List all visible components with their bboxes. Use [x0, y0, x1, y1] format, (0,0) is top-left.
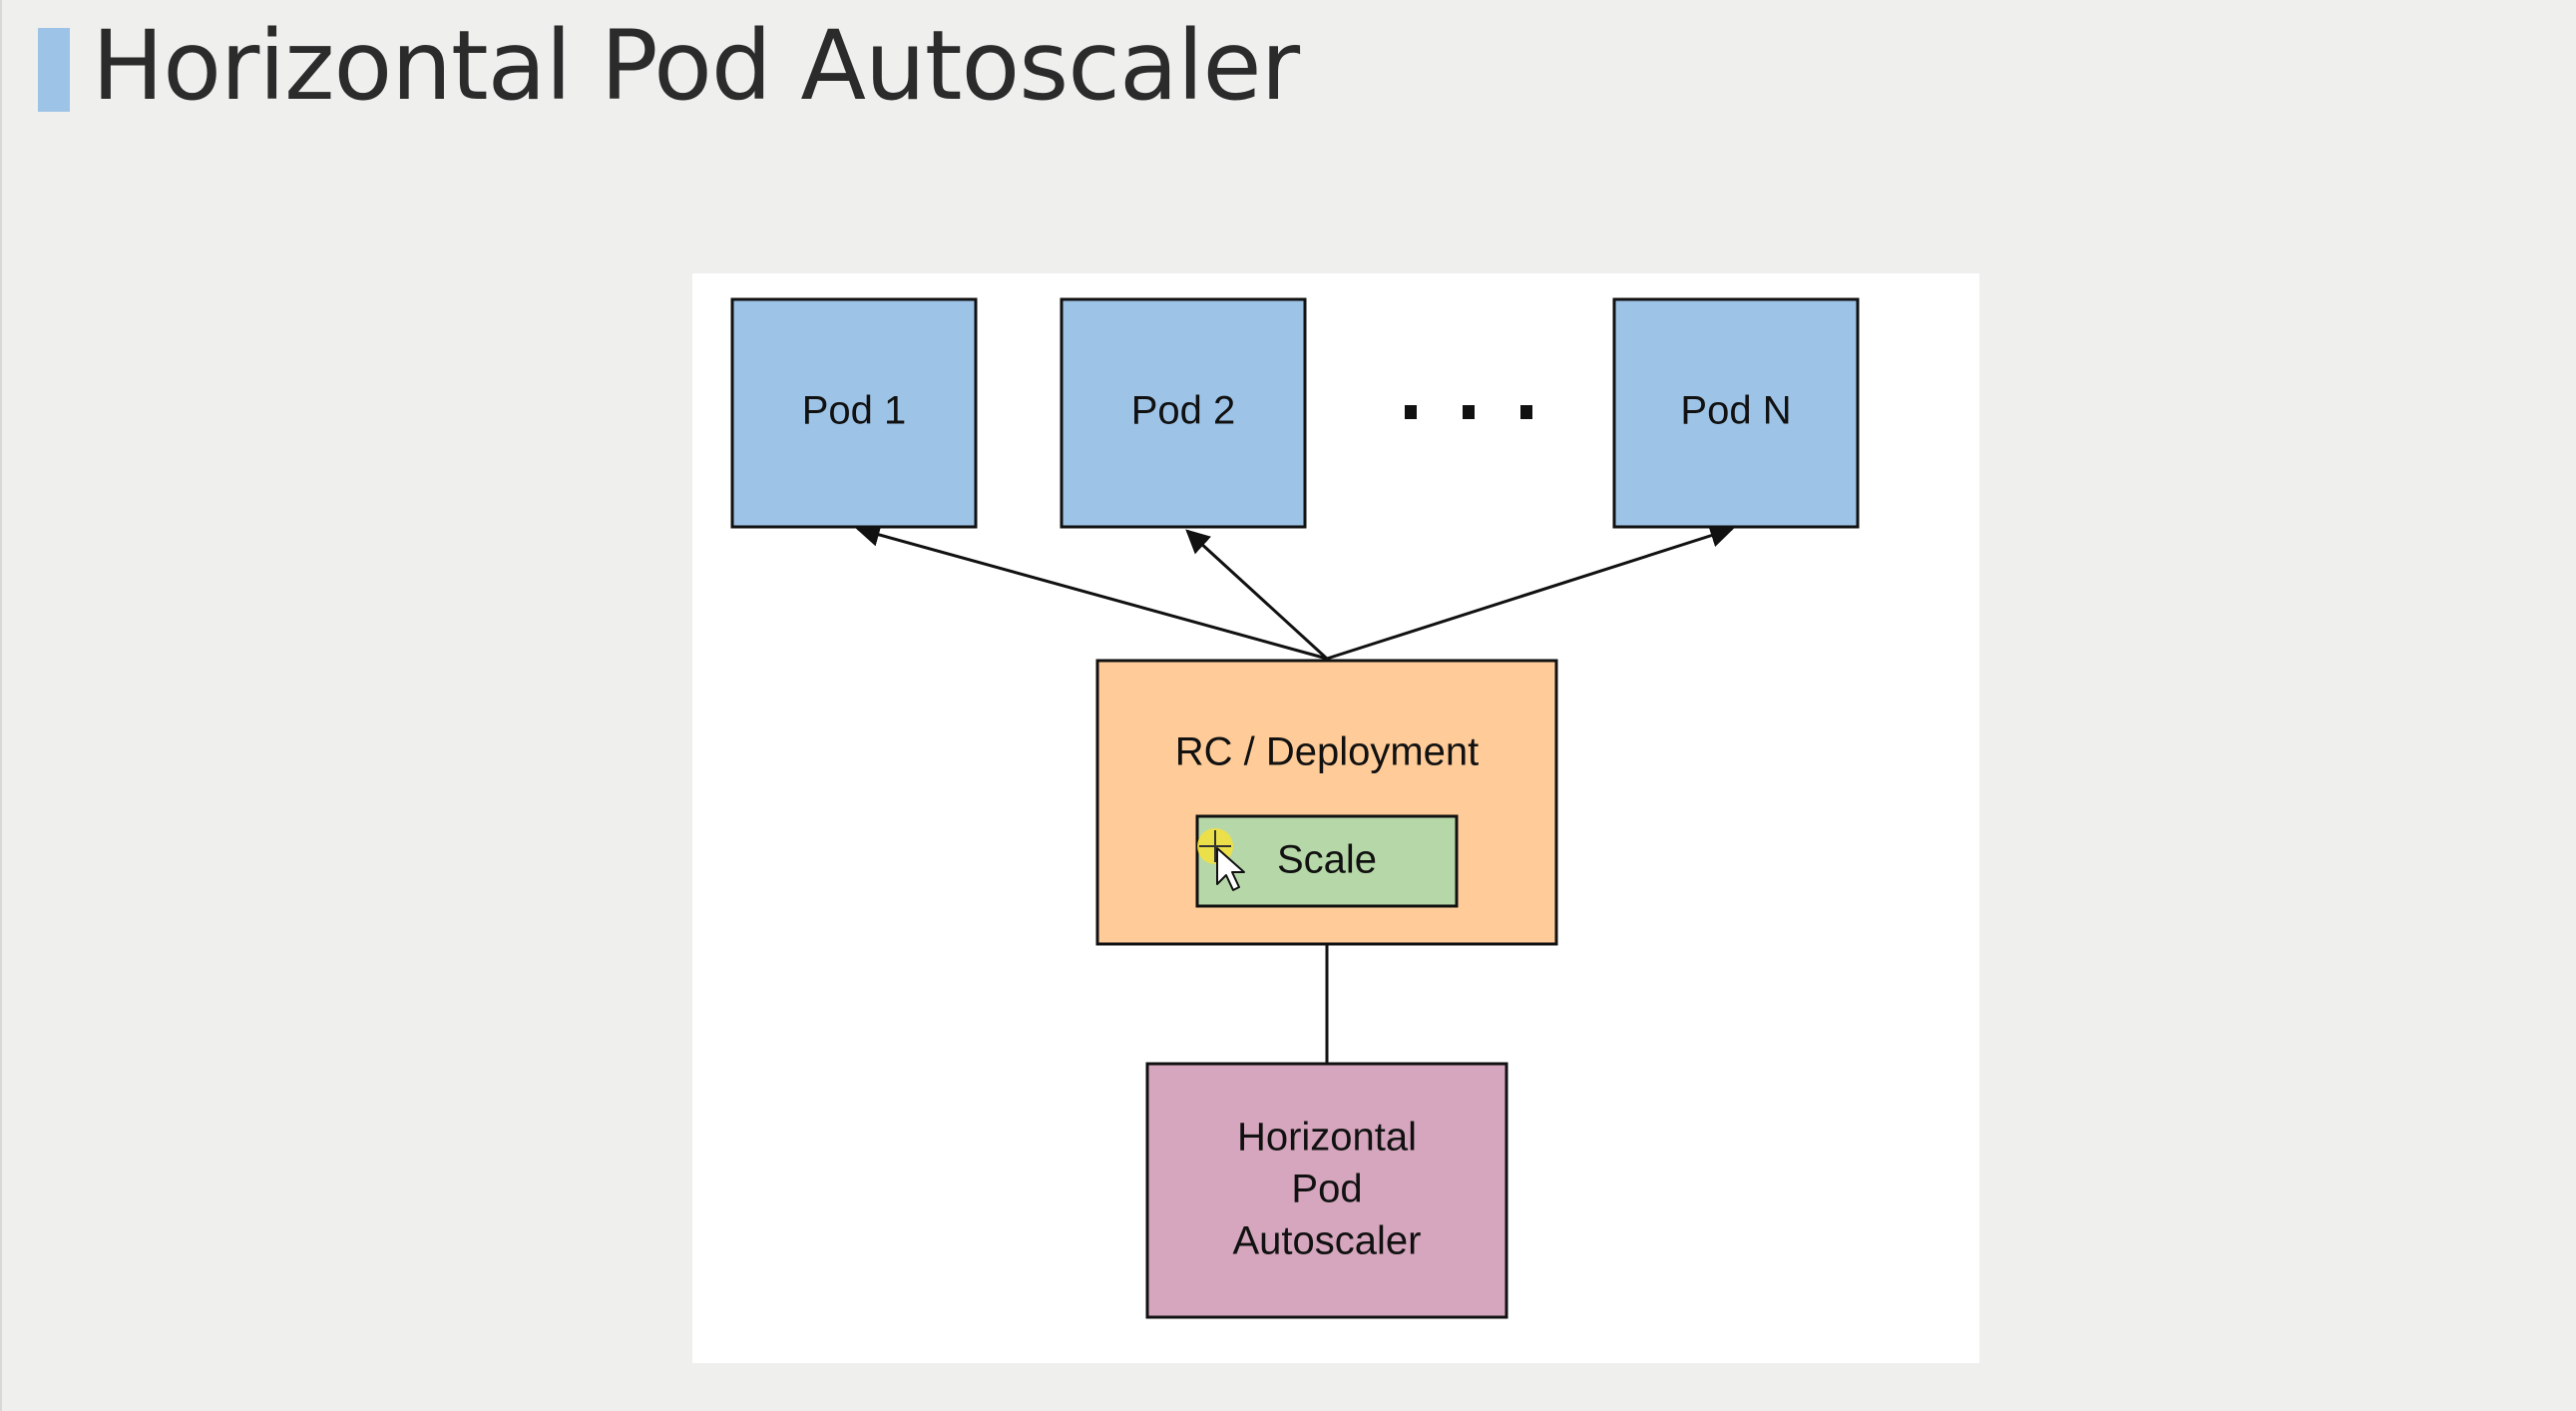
hpa-label-line-3: Autoscaler: [1233, 1219, 1422, 1263]
slide-title: Horizontal Pod Autoscaler: [92, 10, 1300, 122]
scale-box: [1195, 814, 1459, 908]
scale-label: Scale: [1277, 838, 1377, 882]
cursor-arrow: [1216, 847, 1245, 891]
ellipsis-dot-3: [1520, 405, 1532, 419]
scale-node: Scale: [1195, 814, 1459, 908]
pod-n-label: Pod N: [1680, 389, 1791, 433]
cursor-move-cross: [1199, 830, 1231, 862]
rc-deployment-label: RC / Deployment: [1175, 730, 1480, 774]
edge-rc-to-pod-1: [855, 523, 1328, 661]
hpa-label-line-2: Pod: [1291, 1168, 1362, 1211]
pod-2-label: Pod 2: [1131, 389, 1236, 433]
ellipsis-dot-1: [1405, 405, 1417, 419]
move-pointer-icon: [1197, 828, 1245, 891]
edge-rc-to-pod-n: [1326, 524, 1735, 661]
hpa-node: Horizontal Pod Autoscaler: [1145, 1062, 1508, 1319]
pod-1-node: Pod 1: [730, 297, 978, 529]
edge-rc-to-pod-2: [1185, 529, 1329, 661]
pod-ellipsis: [1405, 405, 1532, 419]
pod-1-label: Pod 1: [802, 389, 907, 433]
title-accent-bar: [38, 28, 70, 112]
pod-2-box: [1060, 297, 1307, 529]
pod-n-box: [1612, 297, 1860, 529]
hpa-label-line-1: Horizontal: [1237, 1116, 1417, 1160]
hpa-box: [1145, 1062, 1508, 1319]
pod-n-node: Pod N: [1612, 297, 1860, 529]
pod-1-box: [730, 297, 978, 529]
pod-2-node: Pod 2: [1060, 297, 1307, 529]
ellipsis-dot-2: [1463, 405, 1475, 419]
